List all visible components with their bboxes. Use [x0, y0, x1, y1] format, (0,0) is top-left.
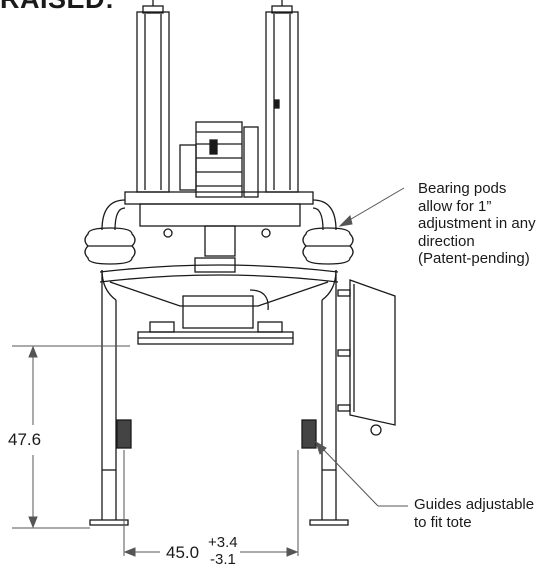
- callout-line: direction: [418, 232, 475, 250]
- right-column: [265, 0, 299, 193]
- height-dimension-label: 47.6: [8, 430, 42, 449]
- callout-line: Bearing pods: [418, 180, 507, 197]
- guide-right: [301, 419, 317, 449]
- top-frame: [101, 191, 337, 257]
- callout-line: (Patent-pending): [418, 250, 530, 267]
- lid-platform: [137, 321, 294, 345]
- callout-line: adjustment in any: [418, 215, 536, 232]
- guides-callout: Guides adjustable to fit tote: [414, 496, 534, 531]
- callout-line: allow for 1”: [418, 197, 492, 215]
- width-tolerance-minus: -3.1: [210, 551, 236, 568]
- width-dimension-label: 45.0: [166, 543, 200, 562]
- page-heading: RAISED:: [0, 0, 115, 13]
- left-leg: [89, 269, 129, 526]
- control-box: [337, 279, 396, 436]
- hopper: [99, 257, 339, 329]
- left-column: [136, 0, 170, 193]
- motor: [179, 121, 259, 198]
- bearing-pod-right: [302, 227, 354, 265]
- bearing-pods-leader: [338, 187, 405, 227]
- bearing-pods-callout: Bearing pods allow for 1” adjustment in …: [418, 180, 536, 268]
- width-dimension: [123, 450, 299, 557]
- right-leg: [309, 269, 349, 526]
- width-tolerance-plus: +3.4: [208, 534, 238, 551]
- height-dimension: [12, 345, 130, 529]
- guide-left: [116, 419, 132, 449]
- guides-leader: [315, 440, 408, 507]
- bearing-pod-left: [84, 227, 136, 265]
- callout-line: Guides adjustable: [414, 496, 535, 513]
- callout-line: to fit tote: [414, 513, 472, 531]
